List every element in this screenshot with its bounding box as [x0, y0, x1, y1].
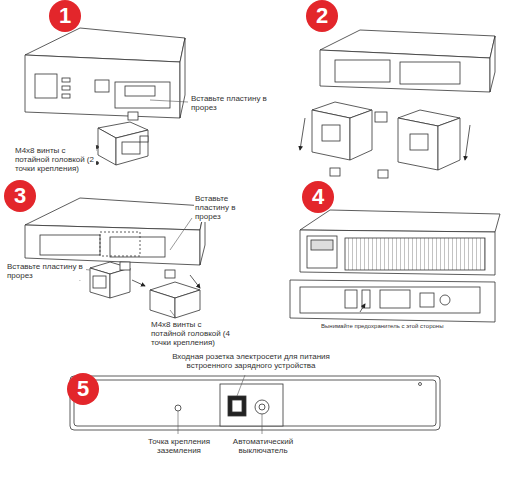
callout-number: 1 — [49, 0, 81, 32]
callout-text: 1 — [59, 5, 71, 27]
callout-number: 5 — [67, 373, 99, 405]
part-label: Вставьте пластину в прорез — [6, 262, 86, 280]
part-label: Входная розетка электросети для питания … — [150, 352, 352, 370]
callout-text: 3 — [14, 185, 26, 207]
callout-text: 5 — [77, 378, 89, 400]
part-label: M4x8 винты с потайной головкой (2 точки … — [14, 146, 96, 174]
callout-number: 2 — [306, 0, 338, 32]
callout-number: 3 — [4, 180, 36, 212]
callout-text: 2 — [316, 5, 328, 27]
part-label: Вынимайте предохранитель с этой стороны — [320, 323, 492, 330]
part-label: Точка крепления заземления — [140, 437, 218, 455]
part-label: Вставьте пластину в прорез — [190, 94, 272, 112]
part-label: Автоматический выключатель — [224, 437, 302, 455]
callout-text: 4 — [312, 186, 324, 208]
part-label: Вставьте пластину в прорез — [194, 194, 242, 222]
part-label: M4x8 винты с потайной головкой (4 точки … — [150, 320, 238, 348]
callout-number: 4 — [302, 181, 334, 213]
